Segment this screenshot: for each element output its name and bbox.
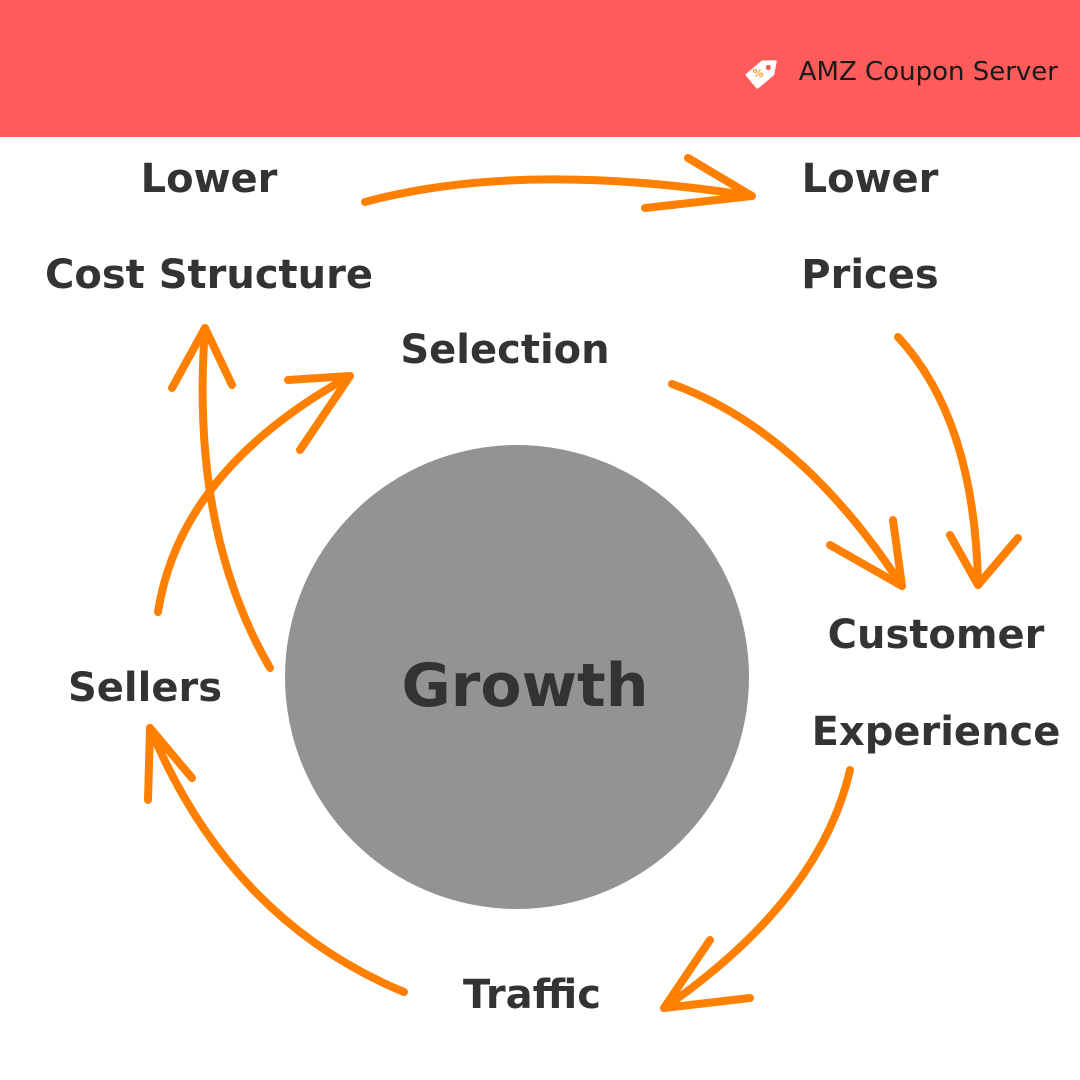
- bottom-strip: [0, 1072, 1080, 1080]
- price-tag-icon: %: [745, 60, 777, 89]
- growth-label: Growth: [402, 651, 649, 721]
- sellers-label: Sellers: [68, 665, 222, 711]
- arrow-prices-to-customer-experience: [894, 333, 1022, 589]
- customer-experience-line1: Customer: [828, 612, 1045, 658]
- arrow-traffic-to-sellers: [144, 724, 408, 996]
- customer-experience-line2: Experience: [812, 709, 1061, 755]
- growth-circle: [285, 445, 749, 909]
- lower-cost-structure-line2: Cost Structure: [45, 252, 373, 298]
- arrow-customer-experience-to-traffic: [660, 766, 854, 1012]
- header-banner: % AMZ Coupon Server: [0, 0, 1080, 137]
- arrow-selection-to-customer-experience: [668, 380, 906, 590]
- svg-text:%: %: [752, 67, 763, 80]
- brand: % AMZ Coupon Server: [741, 52, 1058, 92]
- brand-name: AMZ Coupon Server: [798, 57, 1058, 87]
- lower-cost-structure-line1: Lower: [141, 156, 278, 202]
- arrow-sellers-to-cost-structure: [168, 324, 274, 672]
- lower-prices-line2: Prices: [801, 252, 938, 298]
- selection-label: Selection: [400, 327, 609, 373]
- arrow-sellers-to-selection: [154, 372, 354, 616]
- arrow-cost-to-prices: [361, 154, 756, 212]
- lower-prices-line1: Lower: [802, 156, 939, 202]
- traffic-label: Traffic: [463, 972, 601, 1018]
